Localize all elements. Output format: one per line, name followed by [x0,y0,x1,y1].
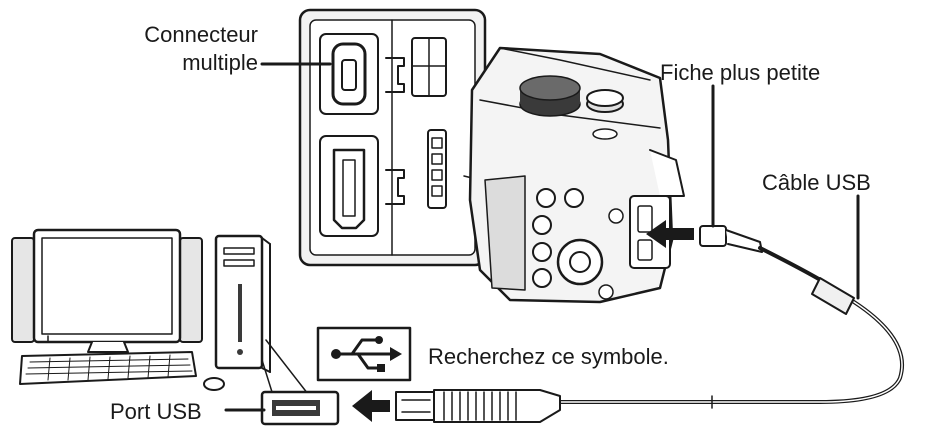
arrow-into-camera-icon [646,220,694,248]
usb-symbol-icon [316,326,412,382]
left-speaker [11,237,35,343]
connector-panel-inset [298,8,487,267]
usb-a-plug [395,389,561,423]
right-speaker [179,237,203,343]
mouse [203,377,225,391]
look-for-symbol-label: Recherchez ce symbole. [428,344,669,369]
pc-tower [214,234,271,373]
multi-connector-port [319,33,379,115]
camera-body [468,46,685,304]
mode-dial [519,75,581,117]
hdmi-connector-port [319,135,379,237]
connector-label-line2: multiple [182,50,258,75]
usb-port-label: Port USB [110,399,202,424]
usb-port-socket [260,390,340,426]
panel-cover [411,37,447,209]
desktop-computer [11,228,340,426]
smaller-plug-label: Fiche plus petite [660,60,821,85]
connector-label-line1: Connecteur [144,22,258,47]
camera-buttons [532,188,624,300]
usb-cable [558,246,905,409]
arrow-into-port-icon [352,390,390,422]
small-usb-plug [699,225,763,253]
usb-cable-label: Câble USB [762,170,871,195]
